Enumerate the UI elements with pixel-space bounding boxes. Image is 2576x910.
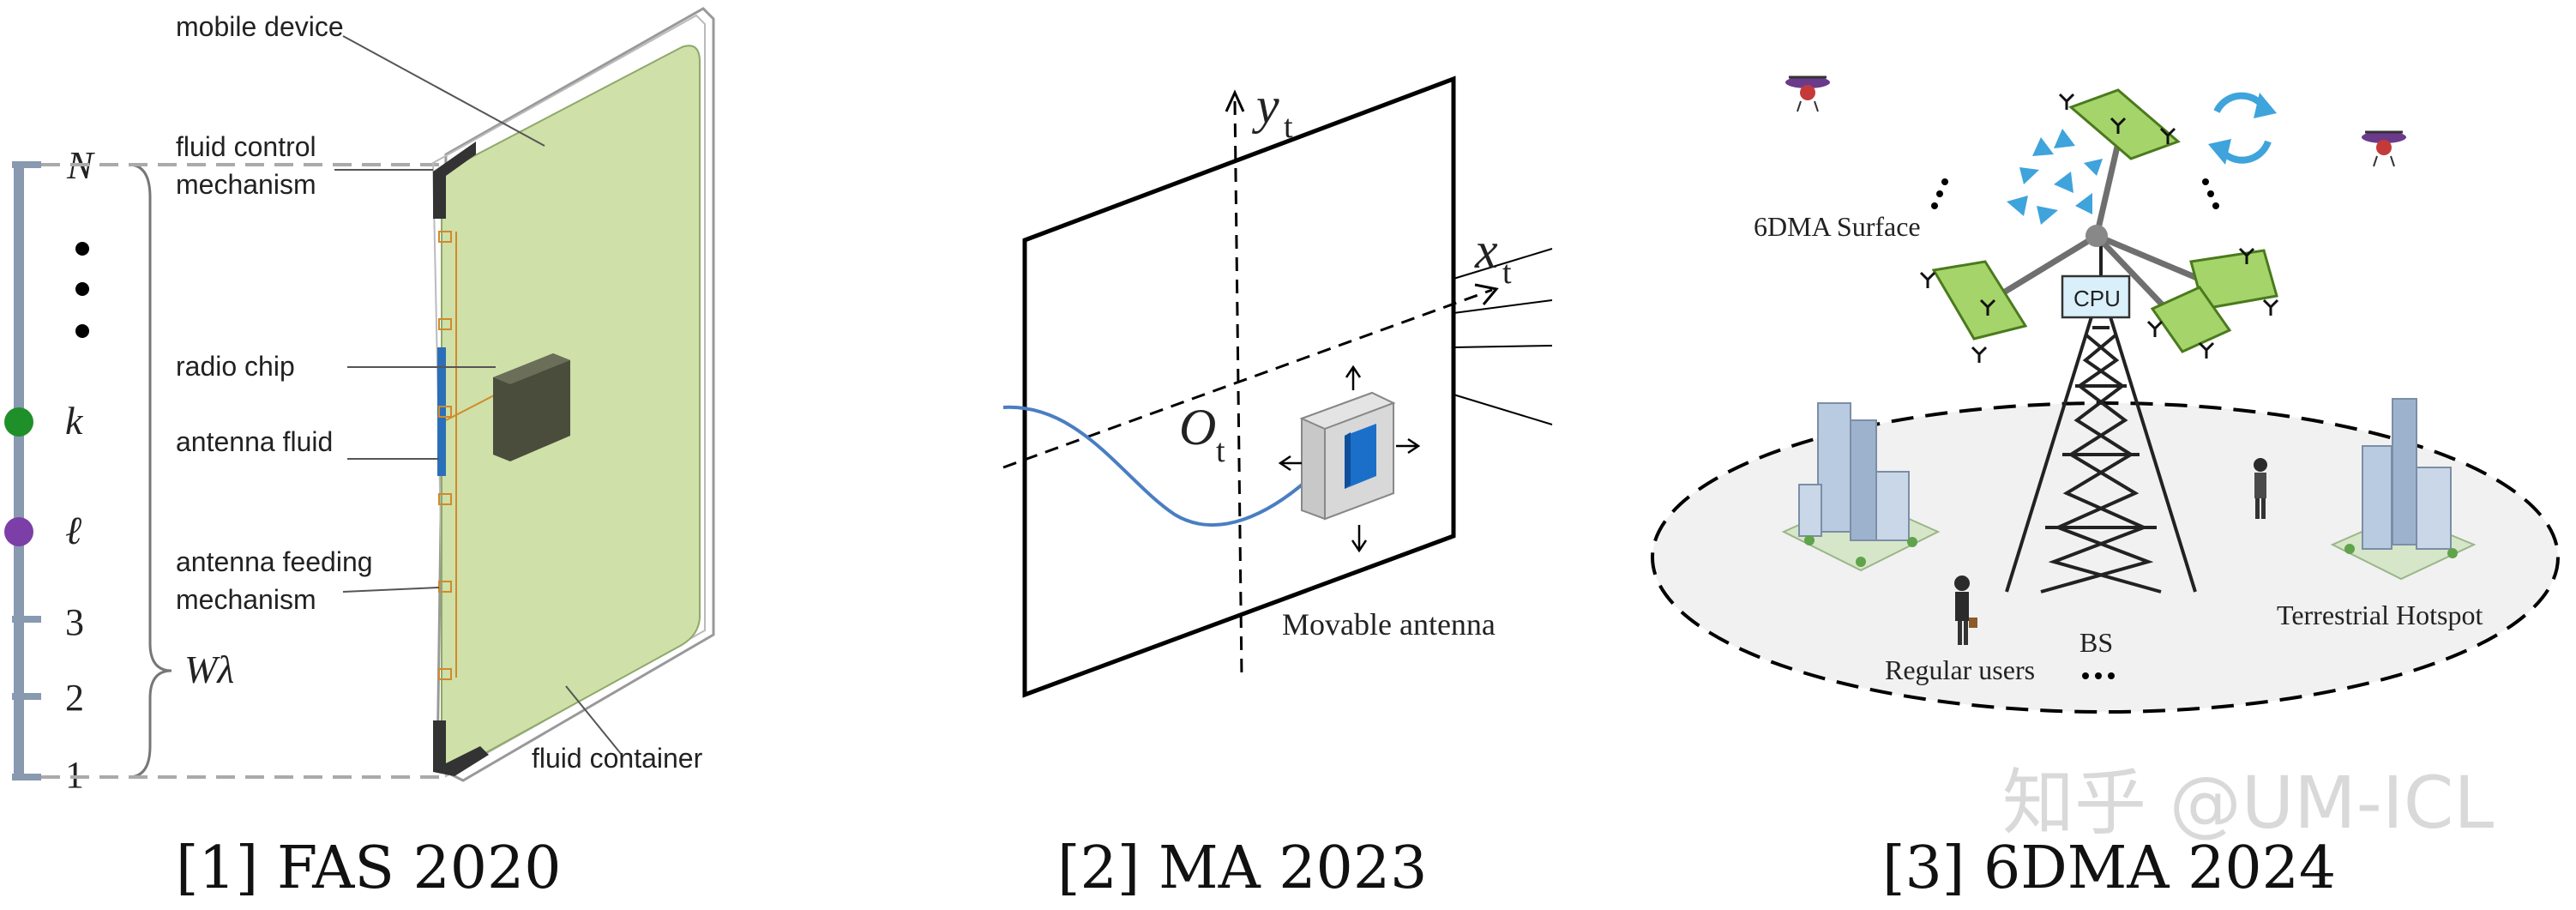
cpu-box (2061, 274, 2131, 319)
caption-fas: [1] FAS 2020 (176, 835, 562, 902)
port-label-k: k (65, 399, 84, 443)
label-feeding-1: antenna feeding (176, 546, 373, 577)
label-fluid-control-1: fluid control (176, 131, 316, 162)
building-cluster-icon (1781, 402, 1941, 572)
ellipsis-dot (75, 324, 89, 338)
origin-subscript: t (1216, 433, 1225, 469)
feed-cable (1002, 405, 1348, 527)
panel-ma: y t x t O t Movable antenna [2] MA 2023 (1002, 75, 1553, 902)
mobile-device (431, 7, 715, 782)
width-bracket (128, 163, 172, 779)
direction-arrows-icon (2007, 129, 2103, 225)
x-axis (1002, 288, 1493, 469)
panel-fas: N k ℓ 3 2 1 Wλ (4, 7, 715, 902)
antenna-plane (1022, 75, 1456, 698)
label-antenna-fluid: antenna fluid (176, 426, 333, 457)
label-regular-users: Regular users (1885, 654, 2035, 685)
label-radio-chip: radio chip (176, 351, 295, 382)
fluid-container-end (433, 720, 489, 776)
port-scale (4, 161, 89, 780)
hub (2085, 225, 2108, 247)
y-axis-subscript: t (1284, 109, 1293, 145)
radio-chip (493, 353, 570, 461)
user-icon (2254, 458, 2267, 519)
device-screen (441, 45, 701, 771)
tick-label-2: 2 (65, 677, 84, 719)
drone-icon (2362, 130, 2406, 167)
label-bs: BS (2079, 627, 2113, 658)
user-icon (1954, 576, 1977, 645)
port-l-dot (4, 517, 33, 546)
cpu-label: CPU (2073, 286, 2121, 311)
caption-6dma: [3] 6DMA 2024 (1882, 835, 2336, 902)
watermark: 知乎 @UM-ICL (2002, 761, 2494, 845)
feeding-mechanism (438, 231, 497, 680)
y-axis-arrow (1225, 89, 1245, 112)
rotate-icon-head (2254, 93, 2277, 118)
bs-tower (2005, 236, 2197, 594)
caption-ma: [2] MA 2023 (1057, 835, 1427, 902)
x-axis-subscript: t (1502, 255, 1512, 291)
y-axis (1233, 100, 1243, 678)
6dma-surface (1931, 260, 2028, 340)
fluid-control-mechanism (433, 142, 476, 219)
antenna-elements (1919, 93, 2279, 363)
label-movable-antenna: Movable antenna (1282, 607, 1496, 642)
ellipsis (1931, 178, 2219, 679)
label-fluid-control-2: mechanism (176, 169, 316, 200)
label-terrestrial-hotspot: Terrestrial Hotspot (2277, 600, 2483, 630)
port-k-dot (4, 407, 33, 437)
x-axis-arrow (1474, 283, 1499, 305)
ellipsis-dot (75, 282, 89, 296)
label-6dma-surface: 6DMA Surface (1754, 211, 1921, 242)
ellipsis-dot (75, 242, 89, 256)
antenna-fluid (437, 347, 446, 476)
y-axis-label: y (1251, 77, 1279, 134)
drone-icon (1785, 75, 1830, 112)
tick-label-1: 1 (65, 754, 84, 796)
port-label-l: ℓ (65, 509, 82, 552)
6dma-surface (2150, 286, 2232, 353)
origin-label: O (1179, 399, 1216, 455)
movable-antenna (1299, 391, 1396, 521)
6dma-surface (2068, 88, 2181, 160)
tick-label-3: 3 (65, 601, 84, 643)
panel-6dma: CPU (1651, 75, 2560, 902)
rotate-icon-head (2208, 139, 2231, 165)
x-axis-label: x (1474, 222, 1498, 279)
width-label: Wλ (184, 648, 234, 691)
label-fluid-container: fluid container (532, 743, 703, 774)
6dma-surfaces (1931, 88, 2278, 353)
label-feeding-2: mechanism (176, 584, 316, 615)
building-cluster-icon (2330, 398, 2477, 581)
label-mobile-device: mobile device (176, 11, 344, 42)
move-arrows (1278, 365, 1421, 553)
